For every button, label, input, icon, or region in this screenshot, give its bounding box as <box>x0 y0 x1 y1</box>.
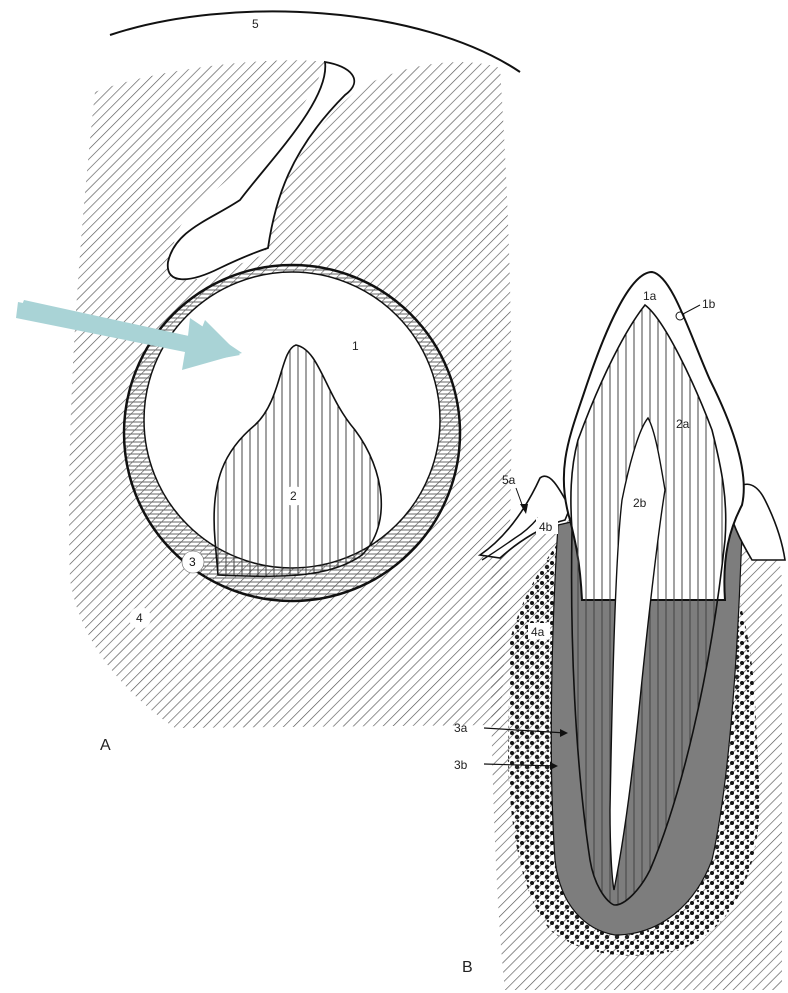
label-1a: 1a <box>643 289 657 303</box>
label-2: 2 <box>290 489 297 503</box>
label-4b: 4b <box>539 520 553 534</box>
label-4: 4 <box>136 611 143 625</box>
label-5a: 5a <box>502 473 516 487</box>
label-1: 1 <box>352 339 359 353</box>
label-3a: 3a <box>454 721 468 735</box>
label-5: 5 <box>252 17 259 31</box>
panel-label-b: B <box>462 959 473 976</box>
label-3: 3 <box>189 555 196 569</box>
leader-1b <box>683 305 700 314</box>
label-3b: 3b <box>454 758 468 772</box>
label-2a: 2a <box>676 417 690 431</box>
panel-a: 5 1 2 3 4 A <box>16 11 520 754</box>
label-2b: 2b <box>633 496 647 510</box>
label-4a: 4a <box>531 625 545 639</box>
label-1b: 1b <box>702 297 716 311</box>
panel-label-a: A <box>100 737 111 754</box>
